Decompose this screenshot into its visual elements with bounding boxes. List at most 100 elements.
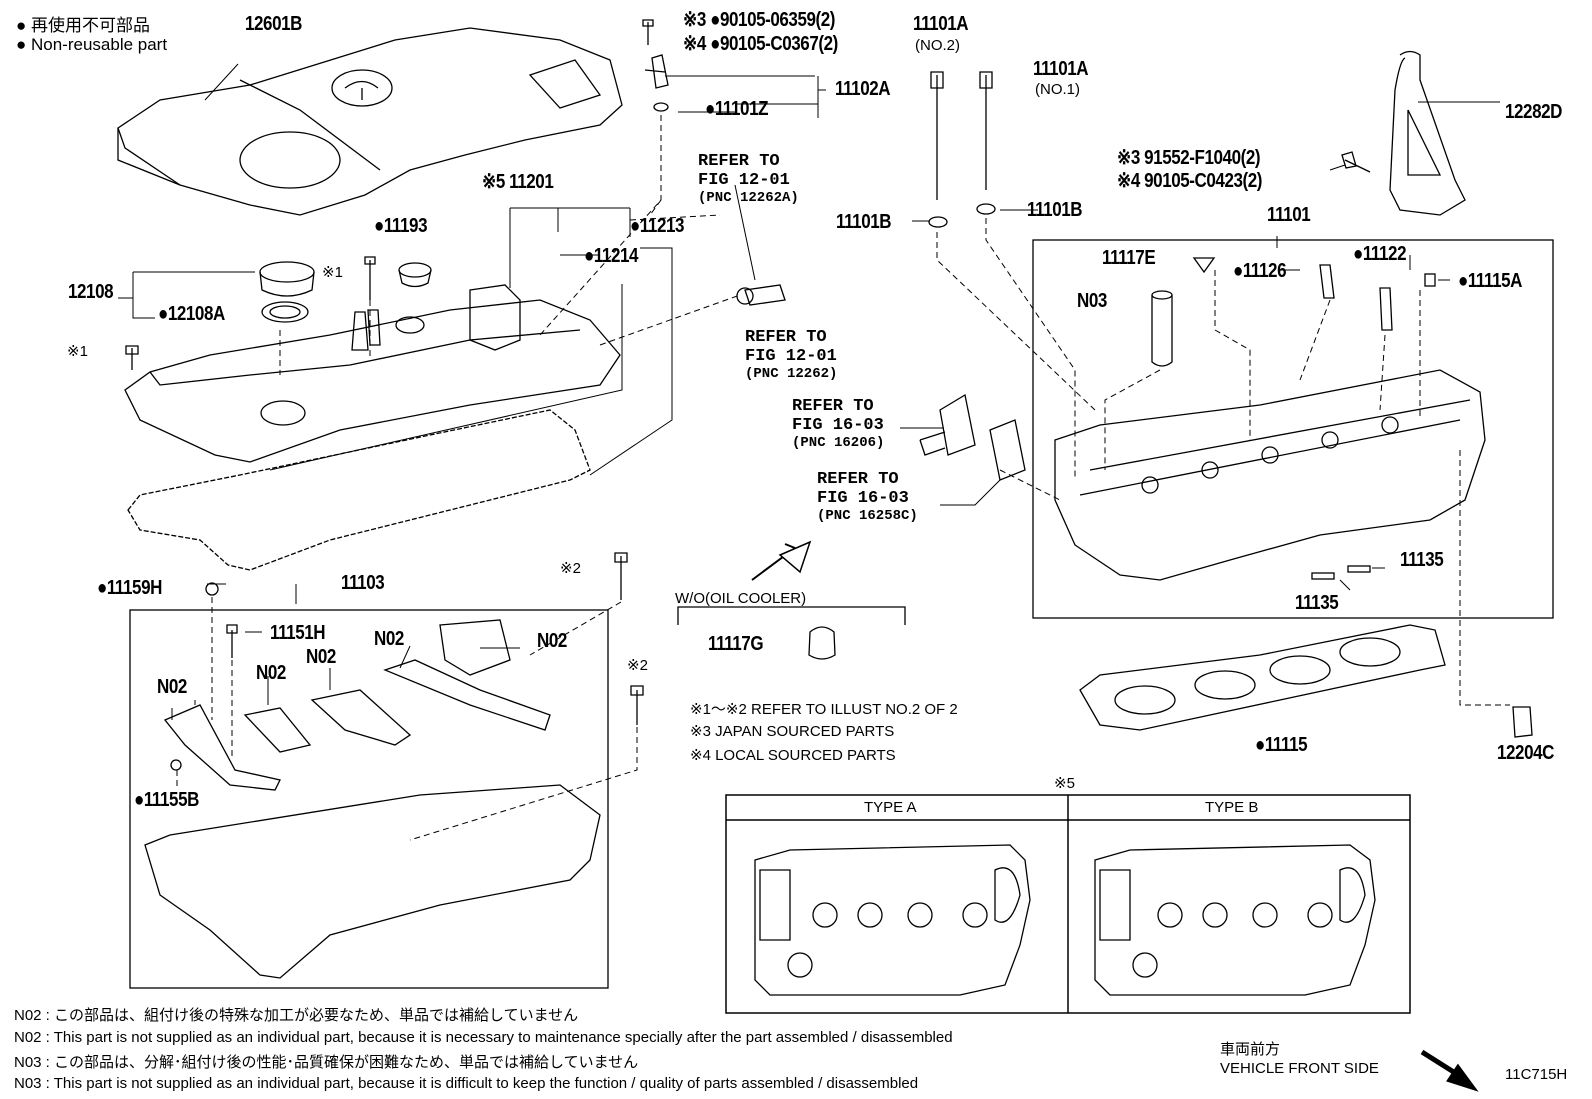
- refer-4-line-3: (PNC 16258C): [817, 508, 918, 524]
- part-11126[interactable]: ●11126: [1233, 260, 1287, 282]
- ref-mark-x2b: ※2: [627, 657, 648, 674]
- part-11117G[interactable]: 11117G: [708, 633, 764, 655]
- head-gasket: [1079, 624, 1446, 731]
- part-11151H[interactable]: 11151H: [270, 622, 326, 644]
- part-11101[interactable]: 11101: [1267, 204, 1311, 226]
- bolt-japan-sourced[interactable]: ※3 ●90105-06359(2): [683, 9, 836, 31]
- part-12108[interactable]: 12108: [68, 281, 114, 303]
- refer-4-line-2: FIG 16-03: [817, 489, 909, 508]
- part-11193[interactable]: ●11193: [374, 215, 428, 237]
- leader-lines: [118, 63, 1500, 720]
- part-11115[interactable]: ●11115: [1255, 734, 1308, 756]
- camshaft-caps: [163, 619, 551, 791]
- part-11213[interactable]: ●11213: [630, 215, 685, 237]
- no1-label: (NO.1): [1035, 81, 1080, 98]
- part-11135a[interactable]: 11135: [1400, 549, 1444, 571]
- refer-2-line-3: (PNC 12262): [745, 366, 838, 382]
- n02-label-4: N02: [374, 628, 404, 650]
- pin-11122: [1379, 287, 1393, 331]
- plug-11155B: [170, 759, 182, 771]
- refer-block-1[interactable]: REFER TO FIG 12-01 (PNC 12262A): [698, 152, 799, 206]
- refer-block-3[interactable]: REFER TO FIG 16-03 (PNC 16206): [792, 397, 884, 451]
- plug-11115A: [1424, 273, 1436, 287]
- note-x4: ※4 LOCAL SOURCED PARTS: [690, 747, 896, 764]
- head-cover-gasket: [127, 409, 591, 571]
- refer-2-line-1: REFER TO: [745, 328, 827, 347]
- dashed-leaders: [176, 115, 1510, 841]
- legend-en: ● Non-reusable part: [16, 35, 168, 54]
- refer-block-4[interactable]: REFER TO FIG 16-03 (PNC 16258C): [817, 470, 918, 524]
- legend-jp: ● 再使用不可部品: [16, 16, 150, 35]
- engine-cover-drawing: [117, 27, 623, 216]
- footnote-n03-jp: N03 : この部品は、分解･組付け後の性能･品質確保が困難なため、単品では補給…: [14, 1054, 639, 1071]
- part-11117E[interactable]: 11117E: [1102, 247, 1156, 269]
- cylinder-head-frame: [1032, 239, 1554, 619]
- vehicle-front-arrow: [1420, 1049, 1479, 1092]
- plug-11117E: [1192, 257, 1216, 274]
- oil-filler-gasket: [261, 301, 309, 323]
- part-11101Z[interactable]: ●11101Z: [705, 98, 769, 120]
- part-12108A[interactable]: ●12108A: [158, 303, 225, 325]
- type-b-heading: TYPE B: [1205, 799, 1259, 816]
- pin-11135a: [1347, 565, 1371, 573]
- type-a-drawing: [754, 844, 1031, 996]
- no2-label: (NO.2): [915, 37, 960, 54]
- n02-label-2: N02: [256, 662, 286, 684]
- part-11159H[interactable]: ●11159H: [97, 577, 162, 599]
- refer-1-line-1: REFER TO: [698, 152, 780, 171]
- note-x1-x2: ※1～※2 REFER TO ILLUST NO.2 OF 2: [690, 701, 958, 718]
- pin-11126: [1319, 264, 1335, 299]
- cam-sensor: [644, 54, 669, 89]
- plug-11193: [398, 262, 432, 278]
- wo-oil-cooler-label: W/O(OIL COOLER): [675, 590, 807, 607]
- part-11115A[interactable]: ●11115A: [1458, 270, 1523, 292]
- refer-1-line-3: (PNC 12262A): [698, 190, 799, 206]
- bolt-local-sourced[interactable]: ※4 ●90105-C0367(2): [683, 33, 838, 55]
- ref-mark-x1a: ※1: [322, 264, 343, 281]
- note-x3: ※3 JAPAN SOURCED PARTS: [690, 723, 895, 740]
- type-table-marker: ※5: [1054, 775, 1075, 792]
- n02-label-5: N02: [537, 630, 567, 652]
- part-N03[interactable]: N03: [1077, 290, 1107, 312]
- part-11101B-b[interactable]: 11101B: [1027, 199, 1083, 221]
- head-cover-drawing: [124, 284, 621, 463]
- plug-11159H: [205, 582, 219, 596]
- pin-N03: [1151, 295, 1173, 367]
- footnote-n02-en: N02 : This part is not supplied as an in…: [14, 1029, 953, 1046]
- refer-part-16206: [919, 393, 976, 456]
- refer-4-line-1: REFER TO: [817, 470, 899, 489]
- part-11101A-no1[interactable]: 11101A: [1033, 58, 1089, 80]
- illustration-code: 11C715H: [1505, 1066, 1568, 1083]
- bracket-bolt-local[interactable]: ※4 90105-C0423(2): [1117, 170, 1263, 192]
- type-a-heading: TYPE A: [864, 799, 917, 816]
- camshaft-housing-drawing: [144, 784, 601, 979]
- refer-1-line-2: FIG 12-01: [698, 171, 790, 190]
- wo-oil-cooler-bracket: [677, 606, 906, 625]
- part-12204C[interactable]: 12204C: [1497, 742, 1555, 764]
- bracket-bolt-japan[interactable]: ※3 91552-F1040(2): [1117, 147, 1261, 169]
- part-11214[interactable]: ●11214: [584, 245, 639, 267]
- ref-mark-x1b: ※1: [67, 343, 88, 360]
- part-11103[interactable]: 11103: [341, 572, 385, 594]
- refer-block-2[interactable]: REFER TO FIG 12-01 (PNC 12262): [745, 328, 837, 382]
- small-bolts: [125, 256, 644, 725]
- refer-2-line-2: FIG 12-01: [745, 347, 837, 366]
- plug-11117G: [808, 626, 836, 660]
- vehicle-front-jp: 車両前方: [1220, 1041, 1281, 1058]
- part-12282D[interactable]: 12282D: [1505, 101, 1563, 123]
- hose-clamp: [744, 284, 786, 306]
- camshaft-housing-frame: [129, 609, 609, 989]
- part-12601B[interactable]: 12601B: [245, 13, 303, 35]
- part-11101A-no2[interactable]: 11101A: [913, 13, 969, 35]
- head-bolts: [928, 71, 996, 228]
- type-b-drawing: [1094, 844, 1376, 996]
- part-11155B[interactable]: ●11155B: [134, 789, 199, 811]
- part-11101B-a[interactable]: 11101B: [836, 211, 892, 233]
- part-11201[interactable]: ※5 11201: [482, 171, 554, 193]
- part-11122[interactable]: ●11122: [1353, 243, 1407, 265]
- ref-mark-x2a: ※2: [560, 560, 581, 577]
- refer-3-line-3: (PNC 16206): [792, 435, 885, 451]
- part-11135b[interactable]: 11135: [1295, 592, 1339, 614]
- part-11102A[interactable]: 11102A: [835, 78, 891, 100]
